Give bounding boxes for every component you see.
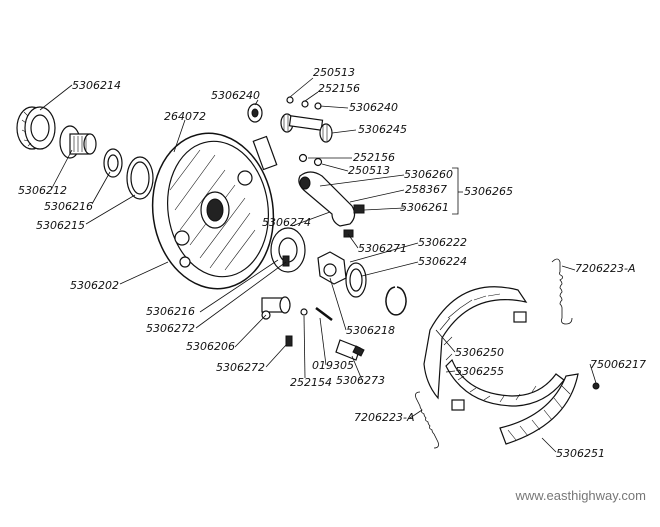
bearing-5306214	[16, 106, 56, 150]
label-252156-top: 252156	[318, 82, 360, 95]
label-252154: 252154	[290, 376, 332, 389]
lining-5306251	[499, 373, 579, 445]
washer-5306216	[103, 148, 123, 178]
label-250513-top: 250513	[313, 66, 355, 79]
label-5306261: 5306261	[400, 201, 449, 214]
label-5306222: 5306222	[418, 236, 467, 249]
ring-5306224	[345, 262, 367, 298]
label-5306218: 5306218	[346, 324, 395, 337]
washer-5306222	[317, 251, 347, 285]
label-5306206: 5306206	[186, 340, 235, 353]
spring-lower-7206223	[415, 391, 439, 449]
plunger-5306273	[335, 339, 365, 361]
label-5306273: 5306273	[336, 374, 385, 387]
label-5306216-lower: 5306216	[146, 305, 195, 318]
label-5306274: 5306274	[262, 216, 311, 229]
nut-5306240	[247, 103, 263, 123]
label-5306216: 5306216	[44, 200, 93, 213]
label-7206223-a-lower: 7206223-A	[354, 411, 414, 424]
ring-5306215	[126, 156, 154, 200]
label-5306202: 5306202	[70, 279, 119, 292]
back-plate-5306202	[151, 132, 278, 290]
label-5306224: 5306224	[418, 255, 467, 268]
small-washers	[286, 96, 323, 167]
label-5306250: 5306250	[455, 346, 504, 359]
brake-shoe-5306250	[423, 286, 565, 411]
label-252156-mid: 252156	[353, 151, 395, 164]
label-5306271: 5306271	[358, 242, 407, 255]
label-5306245: 5306245	[358, 123, 407, 136]
rod-5306245	[280, 113, 333, 143]
hub-5306212	[59, 125, 97, 159]
label-5306265: 5306265	[464, 185, 513, 198]
label-5306255: 5306255	[455, 365, 504, 378]
label-5306272-lower: 5306272	[216, 361, 265, 374]
label-258367: 258367	[405, 183, 447, 196]
leader-lines	[39, 77, 597, 453]
rivet-75006217	[592, 382, 600, 390]
label-264072: 264072	[164, 110, 206, 123]
adjuster-5306206	[261, 296, 291, 320]
label-5306215: 5306215	[36, 219, 85, 232]
label-5306251: 5306251	[556, 447, 605, 460]
spring-upper-7206223	[551, 258, 573, 325]
label-5306214: 5306214	[72, 79, 121, 92]
bracket-5306265	[452, 167, 459, 215]
label-5306212: 5306212	[18, 184, 67, 197]
stud-019305	[300, 307, 333, 321]
watermark-url: www.easthighway.com	[514, 488, 646, 503]
label-019305: 019305	[312, 359, 354, 372]
label-5306240-left: 5306240	[211, 89, 260, 102]
label-75006217: 75006217	[590, 358, 646, 371]
label-5306260: 5306260	[404, 168, 453, 181]
label-5306272-upper: 5306272	[146, 322, 195, 335]
label-250513-mid: 250513	[348, 164, 390, 177]
bolt-5306272	[282, 255, 293, 347]
label-7206223-a-upper: 7206223-A	[575, 262, 635, 275]
lever-5306260	[298, 171, 365, 238]
label-5306240-right: 5306240	[349, 101, 398, 114]
snap-ring	[385, 286, 407, 316]
